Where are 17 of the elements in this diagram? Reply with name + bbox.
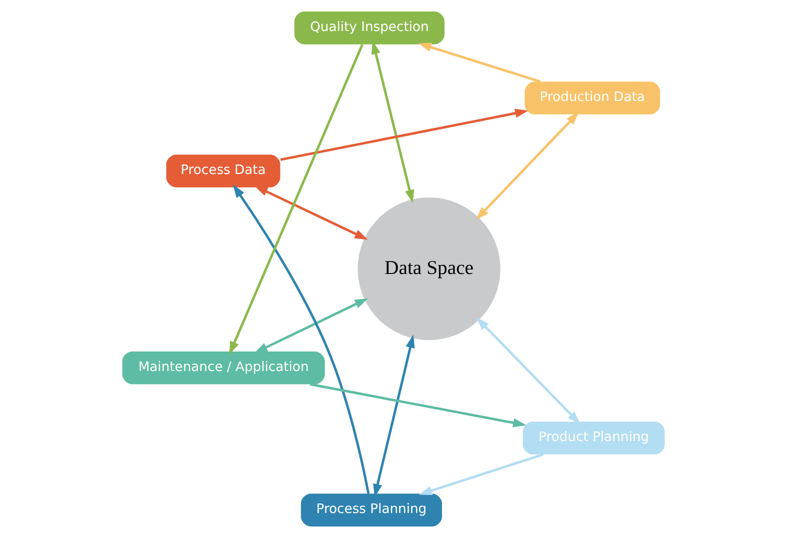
arrow xyxy=(232,184,370,494)
arrow xyxy=(229,44,364,355)
arrow xyxy=(310,383,526,428)
arrow xyxy=(418,42,540,83)
node-box: Product Planning xyxy=(522,422,665,454)
node-circle: Data Space xyxy=(358,197,500,340)
node-box: Process Planning xyxy=(300,494,442,526)
arrow xyxy=(254,298,368,354)
arrow xyxy=(280,108,528,161)
arrow xyxy=(254,186,368,240)
node-box: Process Data xyxy=(166,154,280,188)
arrow xyxy=(476,317,580,424)
node-box: Production Data xyxy=(524,82,660,114)
arrow xyxy=(476,112,579,220)
node-box: Quality Inspection xyxy=(294,12,444,44)
arrow xyxy=(418,453,544,496)
node-box: Maintenance / Application xyxy=(122,351,325,384)
